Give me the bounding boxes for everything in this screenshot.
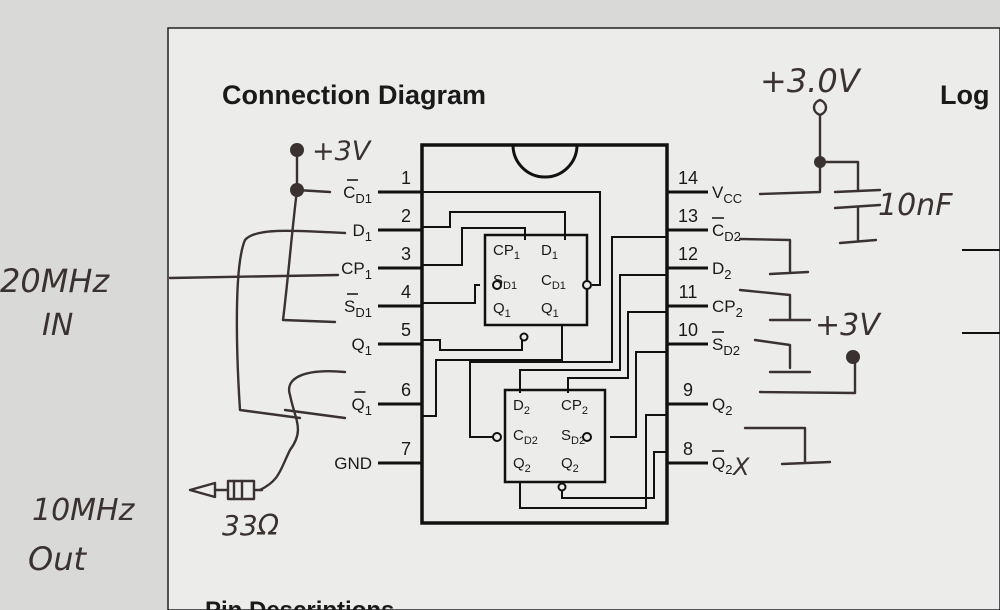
pin-11-number: 11 <box>679 282 698 302</box>
ff2-label-right-1: SD2 <box>561 427 585 447</box>
pin-8-label: Q2 <box>712 454 732 477</box>
pin-1-label: CD1 <box>343 183 372 206</box>
supply-node-right <box>846 350 860 364</box>
pin-14-label: VCC <box>712 183 742 206</box>
pin-2-label: D1 <box>352 221 372 244</box>
ff2-label-left-0: D2 <box>513 397 530 417</box>
pin-9-label: Q2 <box>712 395 732 418</box>
pin-6-number: 6 <box>401 380 411 400</box>
datasheet-page <box>167 27 1000 610</box>
pin-11-label: CP2 <box>712 297 743 320</box>
page-title: Connection Diagram <box>222 80 486 110</box>
input-label: IN <box>42 308 73 343</box>
pin-2-number: 2 <box>401 206 411 226</box>
pin-6-label: Q1 <box>352 395 372 418</box>
capacitor-icon <box>833 188 882 210</box>
ff1-label-right-2: Q1 <box>541 300 559 320</box>
internal-wiring <box>422 191 667 509</box>
pin-14-number: 14 <box>678 168 698 188</box>
ff2-label-left-1: CD2 <box>513 427 538 447</box>
handwritten-annotations: +3V +3.0V 10nF +3V 20MHz IN 10MHz Out 33… <box>0 62 953 578</box>
ff2-label-right-0: CP2 <box>561 397 588 417</box>
pin-3-label: CP1 <box>341 259 372 282</box>
supply-label-top: +3.0V <box>760 62 862 100</box>
output-label: Out <box>28 540 87 578</box>
pin-4-label: SD1 <box>344 297 372 320</box>
pin-12-label: D2 <box>712 259 732 282</box>
capacitor-label: 10nF <box>878 188 953 223</box>
pin-7-number: 7 <box>401 439 411 459</box>
pin-9-number: 9 <box>683 380 693 400</box>
right-header-fragment: Log <box>940 80 989 110</box>
pin-5-number: 5 <box>401 320 411 340</box>
input-frequency-label: 20MHz <box>0 262 110 300</box>
ff1-label-left-2: Q1 <box>493 300 511 320</box>
pin-13-number: 13 <box>678 206 698 226</box>
handwritten-wiring <box>168 98 882 501</box>
pin-1-number: 1 <box>401 168 411 188</box>
bottom-cut-heading: Pin Descriptions <box>205 597 394 610</box>
ff2-label-left-2: Q2 <box>513 455 531 475</box>
ic-notch <box>511 144 579 179</box>
pin-12-number: 12 <box>678 244 698 264</box>
pin-4-number: 4 <box>401 282 411 302</box>
ff1-label-left-0: CP1 <box>493 242 520 262</box>
pin-3-number: 3 <box>401 244 411 264</box>
supply-label-right: +3V <box>815 308 882 343</box>
pin-13-label: CD2 <box>712 221 741 244</box>
ic-package <box>420 143 669 525</box>
resistor-label: 33Ω <box>222 509 280 542</box>
pin-10-label: SD2 <box>712 335 740 358</box>
ff1-label-right-0: D1 <box>541 242 558 262</box>
pin-8-number: 8 <box>683 439 693 459</box>
pin-7-label: GND <box>334 454 372 473</box>
pin-5-label: Q1 <box>352 335 372 358</box>
output-frequency-label: 10MHz <box>32 493 136 528</box>
flip-flop-2 <box>503 388 607 484</box>
pin-10-number: 10 <box>678 320 698 340</box>
pin8-unconnected-mark: X <box>731 453 750 481</box>
ff2-label-right-2: Q2 <box>561 455 579 475</box>
ff1-label-right-1: CD1 <box>541 272 566 292</box>
supply-label-left: +3V <box>312 136 373 167</box>
